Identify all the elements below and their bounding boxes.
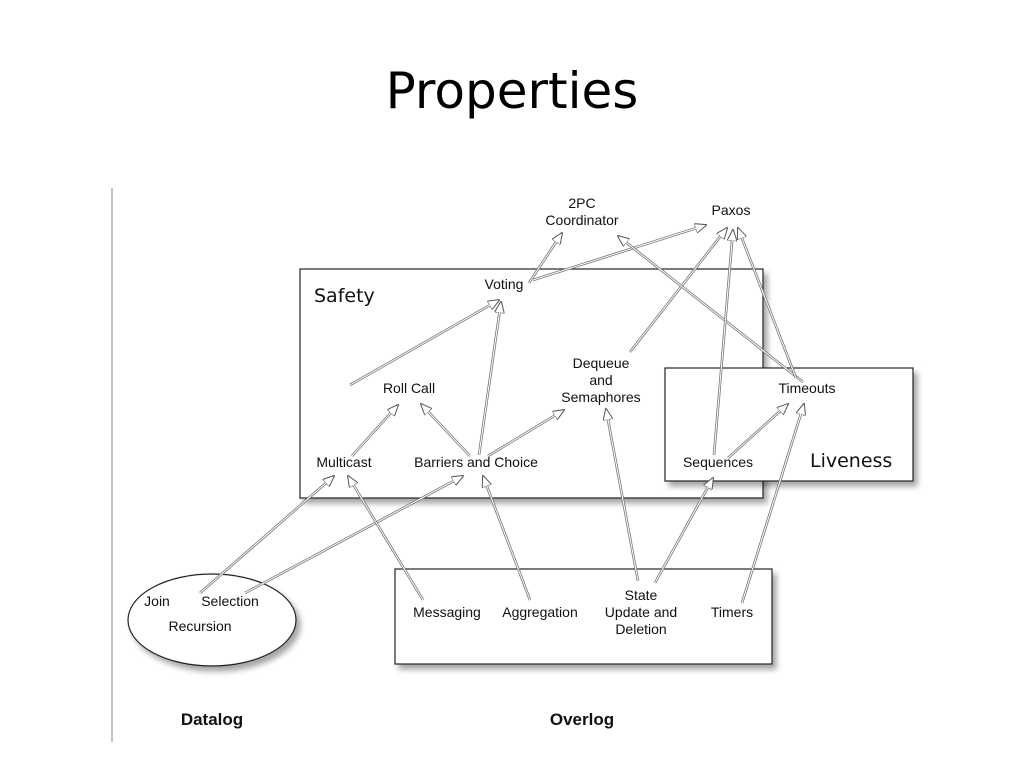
arrow-17 — [606, 409, 640, 582]
arrow-9 — [618, 236, 804, 384]
node-sequences: Sequences — [683, 454, 753, 470]
node-timeouts: Timeouts — [778, 380, 835, 396]
node-aggregation: Aggregation — [502, 604, 578, 620]
liveness-box — [664, 367, 914, 482]
arrow-2 — [532, 225, 706, 282]
node-barriers: Barriers and Choice — [414, 454, 538, 470]
arrow-1 — [527, 233, 562, 284]
arrow-13 — [199, 476, 334, 594]
safety-label: Safety — [314, 285, 375, 307]
arrow-3 — [349, 300, 499, 387]
overlog-label: Overlog — [550, 710, 614, 729]
arrow-4 — [477, 302, 501, 456]
arrow-7 — [487, 410, 564, 458]
datalog-label: Datalog — [181, 710, 243, 729]
node-multicast: Multicast — [316, 454, 371, 470]
overlog-box — [394, 568, 773, 665]
arrow-5 — [351, 405, 398, 457]
arrow-19 — [740, 404, 804, 604]
arrow-14 — [244, 474, 463, 595]
arrow-10 — [738, 228, 798, 379]
liveness-label: Liveness — [810, 450, 892, 472]
node-selection: Selection — [201, 593, 259, 609]
arrow-11 — [712, 230, 733, 456]
node-timers: Timers — [711, 604, 753, 620]
node-paxos: Paxos — [712, 202, 751, 218]
arrow-6 — [421, 404, 471, 457]
node-messaging: Messaging — [413, 604, 481, 620]
arrows — [199, 225, 804, 604]
node-recursion: Recursion — [168, 618, 231, 634]
arrow-16 — [483, 476, 532, 601]
arrow-8 — [628, 228, 727, 353]
datalog-ellipse — [127, 573, 297, 667]
arrow-15 — [348, 476, 425, 601]
arrow-12 — [727, 404, 788, 459]
arrow-18 — [653, 478, 715, 584]
node-join: Join — [144, 593, 170, 609]
node-voting: Voting — [485, 276, 524, 292]
slide-title: Properties — [385, 62, 639, 120]
node-roll-call: Roll Call — [383, 380, 435, 396]
